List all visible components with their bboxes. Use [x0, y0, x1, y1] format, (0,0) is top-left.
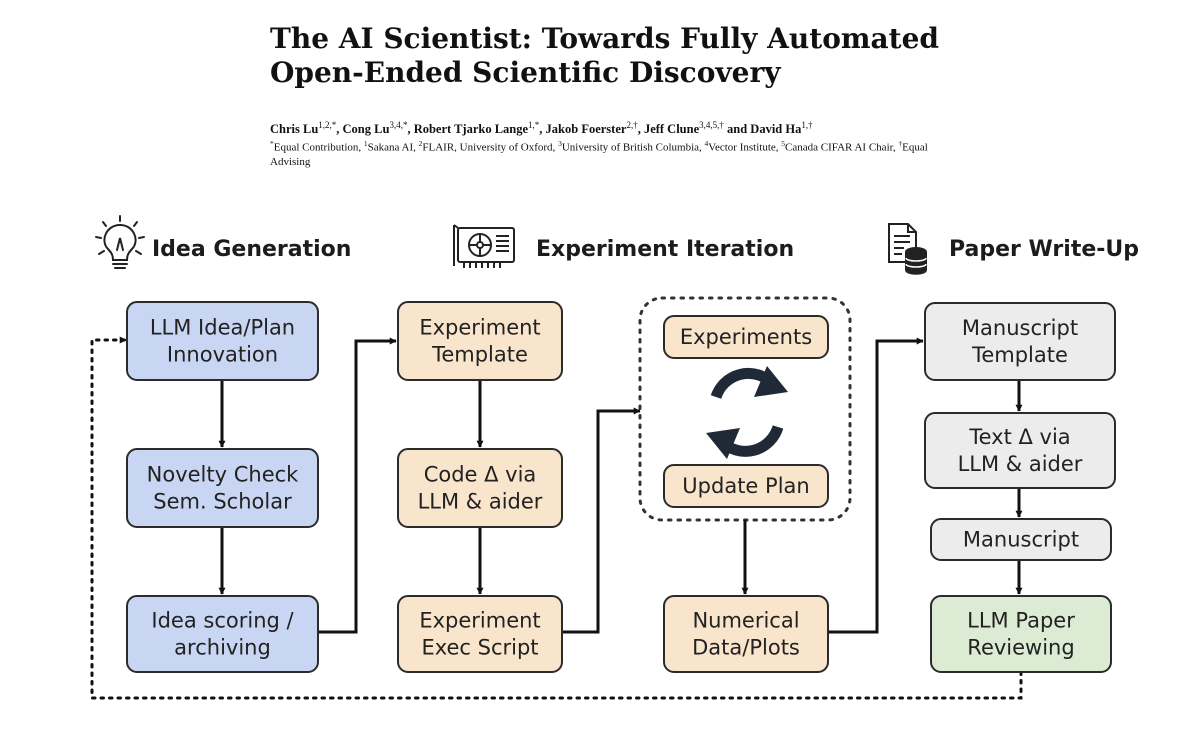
box-label-line: Update Plan — [682, 474, 809, 498]
box-label-line: LLM Idea/Plan — [150, 316, 295, 340]
affiliation-text: Canada CIFAR AI Chair, — [785, 141, 899, 154]
author-list: Chris Lu1,2,*, Cong Lu3,4,*, Robert Tjar… — [270, 117, 1030, 137]
box-shape — [663, 595, 829, 673]
document-database-icon — [888, 223, 927, 275]
author-name: David Ha — [750, 122, 802, 137]
refresh-cycle-icon — [706, 366, 788, 459]
box-experiments: Experiments — [663, 315, 829, 359]
box-label-line: Experiment — [419, 316, 540, 340]
box-label-line: LLM & aider — [958, 452, 1083, 476]
box-shape — [663, 315, 829, 359]
author-separator: and — [723, 122, 751, 137]
lightbulb-icon — [95, 215, 145, 269]
box-shape — [397, 301, 563, 381]
affiliations: *Equal Contribution, 1Sakana AI, 2FLAIR,… — [270, 137, 940, 169]
author-name: Chris Lu — [270, 122, 319, 137]
author-separator: , — [407, 122, 414, 137]
author-name: Jeff Clune — [643, 122, 700, 137]
author-affiliation-mark: 1,* — [528, 120, 540, 130]
box-shape — [126, 301, 319, 381]
box-label-line: Manuscript — [962, 316, 1078, 340]
box-manuscript: Manuscript — [930, 518, 1112, 561]
box-label-line: Template — [971, 343, 1068, 367]
affiliation-text: Equal Advising — [270, 141, 928, 168]
gpu-card-icon — [453, 224, 515, 268]
box-label-line: Text Δ via — [968, 425, 1070, 449]
author-affiliation-mark: 1,† — [801, 120, 813, 130]
box-label-line: Novelty Check — [147, 463, 300, 487]
box-label-line: Code Δ via — [424, 463, 537, 487]
box-label-line: Template — [431, 343, 528, 367]
stage-title-paper: Paper Write-Up — [949, 237, 1139, 262]
box-shape — [126, 448, 319, 528]
box-shape — [397, 448, 563, 528]
box-label-line: LLM & aider — [418, 490, 543, 514]
box-label-line: archiving — [174, 636, 271, 660]
affiliation-mark: 3 — [558, 139, 562, 148]
author-separator: , — [637, 122, 644, 137]
author-name: Jakob Foerster — [545, 122, 627, 137]
title-line-1: The AI Scientist: Towards Fully Automate… — [270, 22, 939, 55]
box-shape — [397, 595, 563, 673]
author-affiliation-mark: 2,† — [626, 120, 638, 130]
affiliation-text: Equal Contribution, — [273, 141, 364, 154]
title-line-2: Open-Ended Scientific Discovery — [270, 56, 781, 89]
affiliation-mark: 5 — [781, 139, 786, 148]
box-label-line: Experiments — [680, 325, 812, 349]
box-update-plan: Update Plan — [663, 464, 829, 508]
feedback-loop-arrow — [90, 336, 1023, 700]
affiliation-text: FLAIR, University of Oxford, — [422, 141, 559, 154]
box-shape — [930, 518, 1112, 561]
box-scoring: Idea scoring / archiving — [126, 595, 319, 673]
box-label-line: Reviewing — [967, 636, 1074, 660]
flow-arrows — [218, 337, 1023, 634]
author-separator: , — [336, 122, 343, 137]
box-label-line: Data/Plots — [692, 636, 800, 660]
author-name: Robert Tjarko Lange — [413, 122, 529, 137]
box-label-line: Experiment — [419, 609, 540, 633]
affiliation-mark: * — [270, 139, 274, 148]
affiliation-text: Vector Institute, — [708, 141, 782, 154]
author-affiliation-mark: 3,4,* — [389, 120, 408, 130]
affiliation-mark: † — [898, 139, 903, 148]
affiliation-mark: 2 — [418, 139, 423, 148]
box-shape — [924, 302, 1116, 381]
affiliation-mark: 4 — [704, 139, 709, 148]
box-shape — [126, 595, 319, 673]
author-name: Cong Lu — [342, 122, 390, 137]
box-label-line: Numerical — [692, 609, 799, 633]
box-label-line: Sem. Scholar — [153, 490, 292, 514]
box-label-line: Manuscript — [963, 528, 1079, 552]
affiliation-text: University of British Columbia, — [561, 141, 705, 154]
box-shape — [930, 595, 1112, 673]
box-label-line: Innovation — [167, 343, 278, 367]
author-affiliation-mark: 3,4,5,† — [699, 120, 724, 130]
box-label-line: Exec Script — [421, 636, 538, 660]
affiliation-text: Sakana AI, — [367, 141, 419, 154]
box-label-line: Idea scoring / — [151, 609, 294, 633]
stage-title-experiment: Experiment Iteration — [536, 237, 794, 262]
author-separator: , — [539, 122, 546, 137]
box-label-line: LLM Paper — [967, 609, 1075, 633]
paper-title: The AI Scientist: Towards Fully Automate… — [270, 22, 970, 90]
author-affiliation-mark: 1,2,* — [318, 120, 337, 130]
stage-title-idea: Idea Generation — [152, 237, 351, 262]
box-shape — [663, 464, 829, 508]
box-shape — [924, 412, 1116, 489]
affiliation-mark: 1 — [363, 139, 368, 148]
